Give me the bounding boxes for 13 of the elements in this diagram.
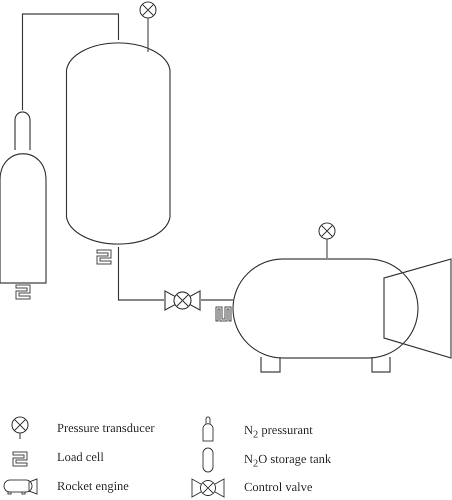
gas-cylinder [0,110,47,284]
legend-label: Load cell [57,450,104,465]
legend-label: Pressure transducer [57,421,155,436]
legend-label: Rocket engine [57,479,129,494]
pipe-line [22,13,120,110]
legend-label: N$_{2}$ pressurant [244,423,313,440]
pipe-line [201,299,233,301]
storage-tank [66,40,171,247]
legend-label: N$_{2}$O storage tank [244,452,332,470]
legend-label: Control valve [244,480,312,495]
control-valve [164,290,201,311]
rocket-engine [233,258,452,373]
pipe-line [118,247,164,301]
